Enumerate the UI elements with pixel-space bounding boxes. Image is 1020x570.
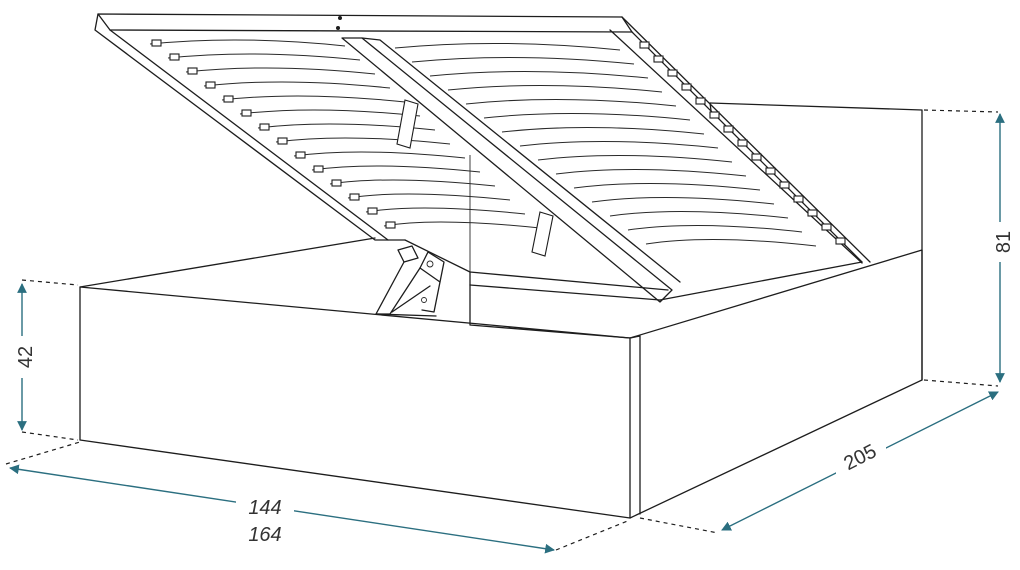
bed-base-box (79, 249, 923, 519)
storage-compartment (79, 155, 661, 339)
dimension-lines (9, 113, 1005, 554)
dim-label-144: 144 (248, 497, 281, 519)
dim-label-42: 42 (15, 346, 37, 368)
dim-label-164: 164 (248, 524, 281, 546)
gas-lift-mechanism (375, 245, 445, 317)
extension-lines (5, 109, 999, 551)
lifted-slatted-frame (94, 13, 871, 303)
dim-label-81: 81 (993, 231, 1015, 253)
